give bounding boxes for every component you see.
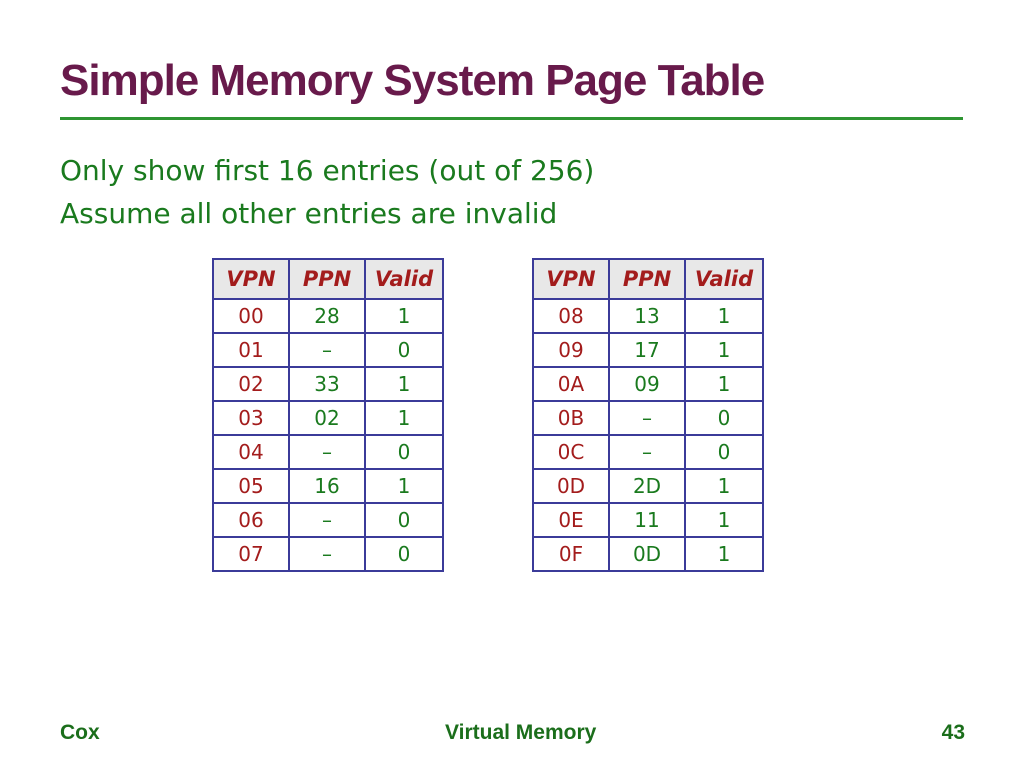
valid-cell: 0 (364, 332, 444, 368)
table-row: 04–0 (212, 434, 444, 470)
vpn-cell: 08 (532, 298, 610, 334)
vpn-cell: 05 (212, 468, 290, 504)
ppn-cell: 17 (608, 332, 686, 368)
valid-cell: 1 (364, 400, 444, 436)
footer-deck-title: Virtual Memory (445, 721, 597, 744)
ppn-cell: 16 (288, 468, 366, 504)
table-row: 07–0 (212, 536, 444, 572)
valid-cell: 1 (684, 366, 764, 402)
footer-page-number: 43 (941, 721, 965, 744)
valid-cell: 1 (684, 298, 764, 334)
body-line-2: Assume all other entries are invalid (60, 197, 558, 230)
vpn-cell: 0E (532, 502, 610, 538)
vpn-cell: 03 (212, 400, 290, 436)
vpn-cell: 0A (532, 366, 610, 402)
column-header-valid: Valid (684, 258, 764, 300)
column-header-ppn: PPN (288, 258, 366, 300)
ppn-cell: – (288, 536, 366, 572)
ppn-cell: – (288, 332, 366, 368)
valid-cell: 1 (684, 536, 764, 572)
vpn-cell: 02 (212, 366, 290, 402)
vpn-cell: 0B (532, 400, 610, 436)
table-row: 0C–0 (532, 434, 764, 470)
table-row: 06–0 (212, 502, 444, 538)
column-header-ppn: PPN (608, 258, 686, 300)
ppn-cell: – (608, 400, 686, 436)
ppn-cell: 11 (608, 502, 686, 538)
valid-cell: 1 (364, 468, 444, 504)
table-row: 0B–0 (532, 400, 764, 436)
column-header-vpn: VPN (212, 258, 290, 300)
page-table-right-header: VPN PPN Valid (532, 258, 764, 300)
vpn-cell: 07 (212, 536, 290, 572)
slide-footer: Cox Virtual Memory 43 (60, 721, 965, 745)
ppn-cell: 33 (288, 366, 366, 402)
valid-cell: 0 (684, 400, 764, 436)
valid-cell: 0 (684, 434, 764, 470)
vpn-cell: 06 (212, 502, 290, 538)
ppn-cell: 13 (608, 298, 686, 334)
page-table-left-header: VPN PPN Valid (212, 258, 444, 300)
ppn-cell: – (288, 502, 366, 538)
header-row: VPN PPN Valid (532, 258, 764, 300)
vpn-cell: 01 (212, 332, 290, 368)
vpn-cell: 0C (532, 434, 610, 470)
ppn-cell: 28 (288, 298, 366, 334)
body-line-1: Only show first 16 entries (out of 256) (60, 154, 595, 187)
slide-body: Only show first 16 entries (out of 256) … (60, 149, 594, 235)
slide-title: Simple Memory System Page Table (60, 56, 765, 105)
ppn-cell: 2D (608, 468, 686, 504)
ppn-cell: 02 (288, 400, 366, 436)
ppn-cell: – (288, 434, 366, 470)
valid-cell: 0 (364, 502, 444, 538)
footer-author: Cox (60, 721, 100, 744)
ppn-cell: – (608, 434, 686, 470)
vpn-cell: 0D (532, 468, 610, 504)
ppn-cell: 0D (608, 536, 686, 572)
valid-cell: 0 (364, 536, 444, 572)
title-underline (60, 117, 963, 120)
column-header-valid: Valid (364, 258, 444, 300)
column-header-vpn: VPN (532, 258, 610, 300)
valid-cell: 1 (684, 468, 764, 504)
table-row: 01–0 (212, 332, 444, 368)
header-row: VPN PPN Valid (212, 258, 444, 300)
vpn-cell: 09 (532, 332, 610, 368)
valid-cell: 1 (684, 502, 764, 538)
valid-cell: 1 (364, 298, 444, 334)
ppn-cell: 09 (608, 366, 686, 402)
vpn-cell: 00 (212, 298, 290, 334)
valid-cell: 1 (364, 366, 444, 402)
vpn-cell: 0F (532, 536, 610, 572)
valid-cell: 0 (364, 434, 444, 470)
valid-cell: 1 (684, 332, 764, 368)
vpn-cell: 04 (212, 434, 290, 470)
